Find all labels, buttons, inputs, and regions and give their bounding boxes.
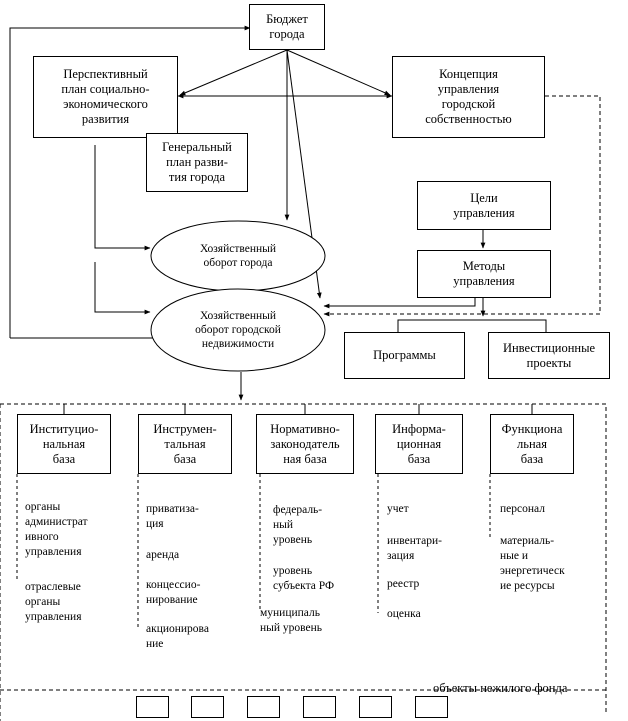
base-box-informational: Информа- ционная база (375, 414, 463, 474)
normative-item: уровень субъекта РФ (273, 565, 335, 592)
instrumental-item: концессио- нирование (146, 579, 201, 606)
normative-item: муниципаль ный уровень (260, 607, 323, 634)
object-square (247, 696, 280, 718)
instrumental-item: приватиза- ция (146, 503, 199, 530)
functional-item: материаль- ные и энергетическ ие ресурсы (500, 535, 565, 592)
base-box-instrumental: Инструмен- тальная база (138, 414, 232, 474)
real-estate-turnover-label: Хозяйственный оборот городской недвижимо… (195, 310, 281, 350)
institutional-item: отраслевые органы управления (25, 581, 82, 623)
perspective-plan-box: Перспективный план социально- экономичес… (33, 56, 178, 138)
object-square (359, 696, 392, 718)
informational-item: реестр (387, 578, 420, 590)
object-square (136, 696, 169, 718)
programs-box: Программы (344, 332, 465, 379)
informational-item: учет (387, 503, 409, 515)
base-box-functional: Функциона льная база (490, 414, 574, 474)
instrumental-item: акционирова ние (146, 623, 209, 650)
economic-turnover-ellipse: Хозяйственный оборот города (150, 220, 326, 292)
real-estate-turnover-ellipse: Хозяйственный оборот городской недвижимо… (150, 288, 326, 372)
general-plan-box: Генеральный план разви- тия города (146, 133, 248, 192)
concept-box: Концепция управления городской собственн… (392, 56, 545, 138)
instrumental-item: аренда (146, 549, 180, 561)
ellipse-shape (150, 288, 326, 372)
informational-item: инвентари- зация (387, 535, 442, 562)
budget-box: Бюджет города (249, 4, 325, 50)
functional-item: персонал (500, 503, 545, 515)
investment-box: Инвестиционные проекты (488, 332, 610, 379)
informational-item: оценка (387, 608, 421, 620)
economic-turnover-label: Хозяйственный оборот города (199, 243, 277, 269)
object-square (191, 696, 224, 718)
object-square (415, 696, 448, 718)
base-box-institutional: Институцио- нальная база (17, 414, 111, 474)
institutional-item: органы администрат ивного управления (25, 501, 88, 558)
base-box-normative: Нормативно- законодатель ная база (256, 414, 354, 474)
methods-box: Методы управления (417, 250, 551, 298)
goals-box: Цели управления (417, 181, 551, 230)
normative-item: федераль- ный уровень (273, 504, 323, 546)
object-square (303, 696, 336, 718)
non-residential-objects-caption: объекты нежилого фонда (433, 681, 568, 695)
